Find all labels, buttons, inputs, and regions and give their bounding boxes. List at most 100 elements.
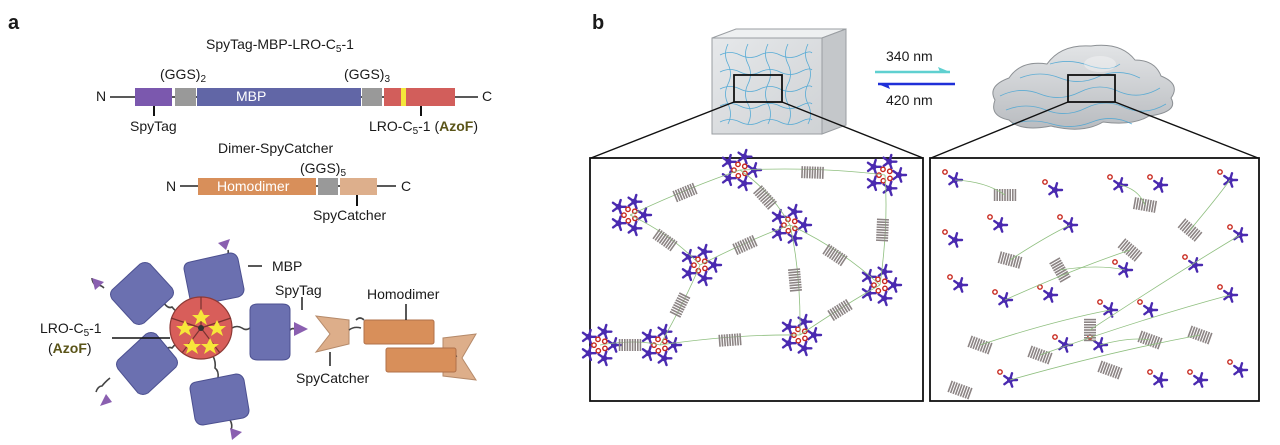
core-monomer bbox=[1097, 299, 1103, 305]
panel-a-label: a bbox=[8, 12, 20, 34]
mbp-molecule bbox=[1233, 227, 1249, 243]
linker-chain bbox=[1009, 334, 1201, 381]
homodimer-molecule bbox=[1097, 360, 1123, 380]
dispersed-unit bbox=[1042, 179, 1064, 198]
homodimer-molecule bbox=[788, 268, 802, 292]
core-monomer bbox=[1187, 369, 1193, 375]
droplet-zoom-box bbox=[1067, 74, 1116, 103]
core-subunit bbox=[801, 328, 808, 335]
gel-cube bbox=[711, 28, 847, 135]
schematic-mbp-label: MBP bbox=[272, 258, 303, 274]
core-monomer bbox=[997, 369, 1003, 375]
core-subunit bbox=[601, 338, 608, 345]
cube-zoom-box bbox=[733, 74, 783, 103]
core-subunit bbox=[886, 168, 893, 175]
segment-linker-ggs2 bbox=[175, 88, 196, 106]
c-terminus-1: C bbox=[482, 88, 493, 104]
wavelength-arrows bbox=[875, 67, 955, 89]
dispersed-unit bbox=[942, 169, 964, 188]
mbp-molecule bbox=[882, 180, 898, 197]
schematic-azof-label: (AzoF) bbox=[48, 340, 92, 356]
core-subunit bbox=[691, 262, 697, 269]
linker-chain bbox=[659, 264, 701, 346]
linker5-label: (GGS)5 bbox=[300, 160, 347, 179]
homodimer-molecule bbox=[1132, 197, 1158, 213]
homodimer-molecule bbox=[718, 333, 742, 347]
homodimer-molecule bbox=[822, 243, 848, 267]
mbp-block-top bbox=[183, 252, 245, 306]
mbp-molecule bbox=[781, 318, 797, 335]
mbp-molecule bbox=[581, 345, 597, 362]
homodimer-molecule bbox=[875, 218, 890, 242]
mbp-cluster bbox=[641, 323, 683, 367]
dispersed-unit bbox=[1137, 299, 1159, 318]
mbp-molecule bbox=[737, 148, 753, 165]
core-subunit bbox=[785, 227, 792, 234]
homodimer-molecule bbox=[672, 182, 698, 203]
homodimer-segment-label: Homodimer bbox=[217, 178, 290, 194]
core-monomer bbox=[1057, 214, 1063, 220]
mbp-molecule bbox=[611, 215, 627, 232]
schematic-homodimer-label: Homodimer bbox=[367, 286, 440, 302]
homodimer-molecule bbox=[618, 339, 642, 351]
core-subunit bbox=[880, 166, 886, 173]
core-subunit bbox=[655, 336, 661, 343]
liquid-dispersed-inset bbox=[929, 157, 1260, 402]
homodimer-molecule bbox=[801, 166, 824, 179]
core-subunit bbox=[662, 345, 668, 352]
dispersed-unit bbox=[1217, 284, 1239, 303]
core-subunit bbox=[651, 342, 657, 349]
spytag-top bbox=[218, 239, 230, 250]
mbp-cluster bbox=[581, 323, 623, 367]
mbp-molecule bbox=[887, 277, 903, 293]
mbp-molecule bbox=[948, 172, 964, 188]
reverse-wavelength-label: 420 nm bbox=[886, 92, 933, 108]
dispersed-unit bbox=[1107, 174, 1129, 193]
dispersed-unit bbox=[947, 274, 969, 293]
c-terminus-2: C bbox=[401, 178, 412, 194]
core-monomer bbox=[942, 169, 948, 175]
mbp-molecule bbox=[597, 323, 613, 340]
core-subunit bbox=[876, 172, 882, 179]
core-monomer bbox=[1052, 334, 1058, 340]
mbp-molecule bbox=[1048, 182, 1064, 198]
mbp-molecule bbox=[1103, 302, 1119, 318]
azof-marker bbox=[401, 88, 406, 106]
core-subunit bbox=[871, 282, 877, 289]
core-subunit bbox=[625, 217, 632, 224]
mbp-molecule bbox=[1043, 287, 1059, 303]
linker-chain bbox=[789, 224, 881, 286]
mbp-molecule bbox=[1233, 362, 1249, 378]
core-monomer bbox=[1217, 169, 1223, 175]
spycatcher-label: SpyCatcher bbox=[313, 207, 387, 223]
lro-core bbox=[169, 296, 233, 360]
mbp-cluster bbox=[611, 193, 653, 237]
mbp-molecule bbox=[787, 203, 803, 220]
mbp-cluster bbox=[771, 203, 813, 247]
n-terminus-2: N bbox=[166, 178, 177, 194]
core-subunit bbox=[735, 161, 741, 168]
mbp-molecule bbox=[597, 350, 613, 367]
core-subunit bbox=[591, 342, 597, 349]
dispersed-unit bbox=[992, 289, 1014, 308]
homodimer-molecule bbox=[1027, 345, 1053, 365]
construct2-title: Dimer-SpyCatcher bbox=[218, 140, 334, 156]
spytag-right bbox=[294, 322, 308, 336]
core-subunit bbox=[621, 212, 627, 219]
lro-azof-label: LRO-C5-1 (AzoF) bbox=[369, 118, 479, 137]
schematic-lro-label: LRO-C5-1 bbox=[40, 320, 102, 339]
projection-lines bbox=[590, 101, 1259, 159]
core-monomer bbox=[942, 229, 948, 235]
mbp-molecule bbox=[697, 243, 713, 260]
mbp-molecule bbox=[866, 175, 882, 192]
homodimer-molecule bbox=[827, 298, 853, 322]
core-subunit bbox=[655, 347, 662, 354]
mbp-block-bottom bbox=[189, 373, 250, 426]
dispersed-unit bbox=[1227, 359, 1249, 378]
core-monomer bbox=[1147, 369, 1153, 375]
core-subunit bbox=[791, 218, 798, 225]
core-monomer bbox=[1227, 224, 1233, 230]
dispersed-unit bbox=[1187, 369, 1209, 388]
dispersed-unit bbox=[987, 214, 1009, 233]
